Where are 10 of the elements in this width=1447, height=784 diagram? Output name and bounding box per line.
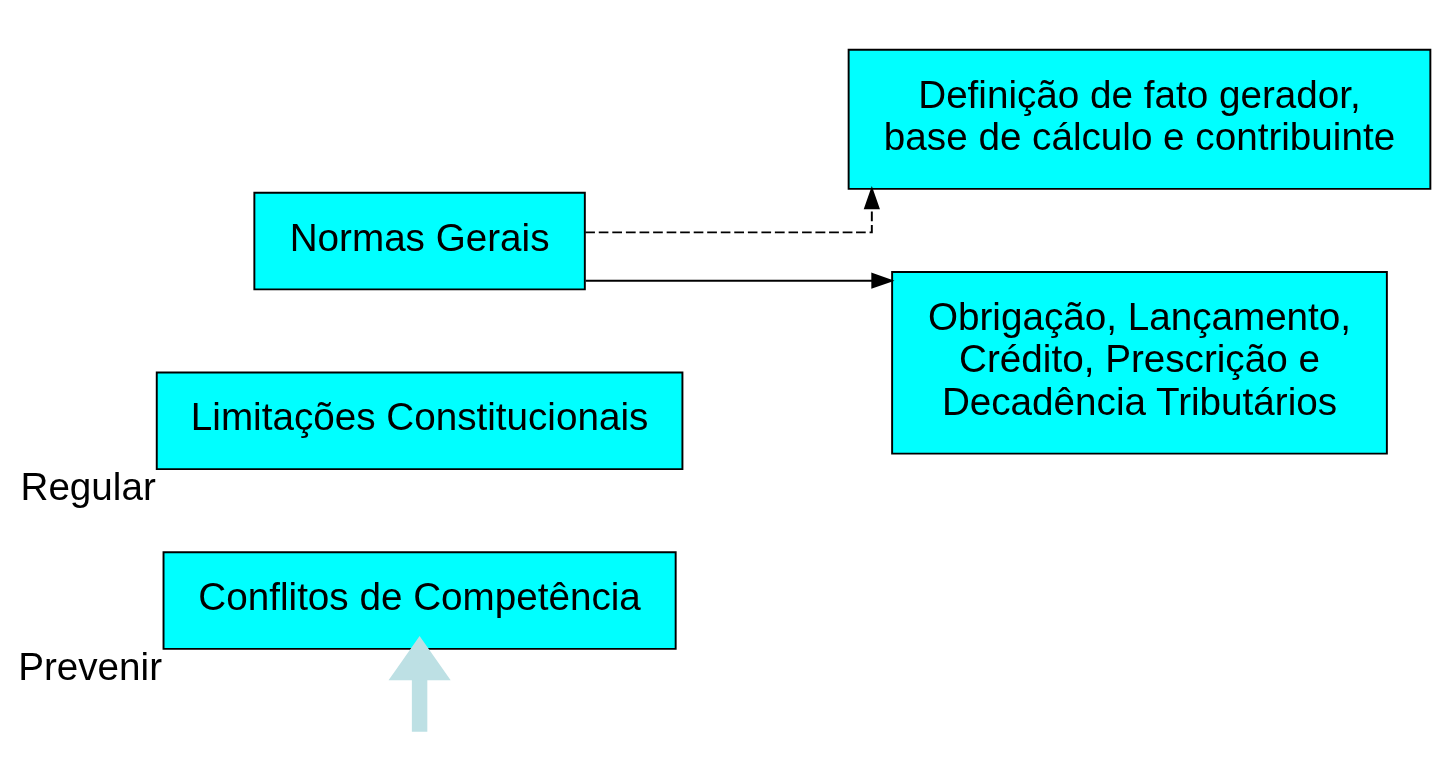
arrow xyxy=(584,185,880,233)
node-box: Normas Gerais xyxy=(253,191,586,290)
arrow xyxy=(584,272,895,289)
node-label: Prevenir xyxy=(18,644,163,688)
node-box: Definição de fato gerador, base de cálculo e contribuinte xyxy=(847,48,1432,190)
node-box: Conflitos de Competência xyxy=(162,550,677,650)
arrow xyxy=(388,635,451,732)
node-box: Obrigação, Lançamento, Crédito, Prescrição e Decadência Tributários xyxy=(891,270,1388,455)
node-box: Limitações Constitucionais xyxy=(155,371,684,470)
node-label: Regular xyxy=(20,464,156,508)
